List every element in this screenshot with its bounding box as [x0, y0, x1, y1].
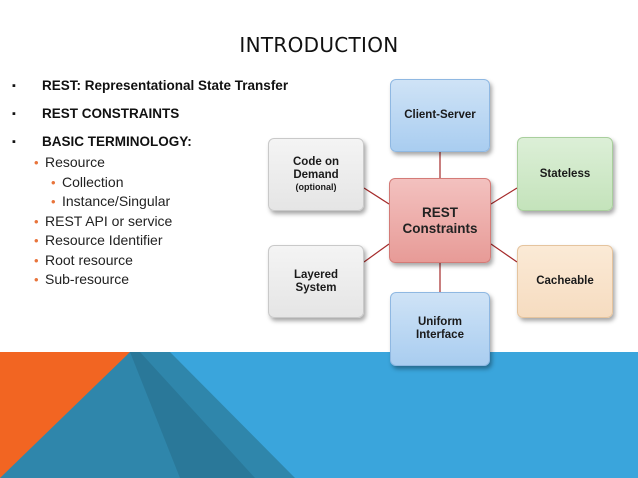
node-client-server: Client-Server — [390, 79, 490, 152]
node-stateless: Stateless — [517, 137, 613, 211]
sub-sub-bullet-instance: •Instance/Singular — [51, 193, 171, 209]
node-cacheable: Cacheable — [517, 245, 613, 318]
sub-bullet-sub-resource: •Sub-resource — [34, 271, 130, 287]
bullet-rest: REST: Representational State Transfer — [12, 78, 312, 94]
node-rest-constraints: REST Constraints — [389, 178, 491, 263]
bullet-constraints: REST CONSTRAINTS — [12, 106, 312, 122]
slide-title: INTRODUCTION — [239, 33, 399, 57]
node-code-on-demand: Code on Demand (optional) — [268, 138, 364, 211]
node-uniform-interface: Uniform Interface — [390, 292, 490, 366]
bullet-list: REST: Representational State Transfer RE… — [12, 78, 312, 290]
node-layered-system: Layered System — [268, 245, 364, 318]
orange-triangle — [0, 352, 130, 478]
sub-sub-bullet-collection: •Collection — [51, 173, 124, 190]
bullet-terminology: BASIC TERMINOLOGY: — [12, 134, 312, 150]
teal-shade — [130, 352, 255, 478]
sub-bullet-resource: •Resource — [34, 154, 105, 170]
sub-bullet-root-resource: •Root resource — [34, 251, 133, 268]
sub-bullet-rest-api: •REST API or service — [34, 212, 173, 229]
sub-bullet-resource-identifier: •Resource Identifier — [34, 232, 163, 248]
